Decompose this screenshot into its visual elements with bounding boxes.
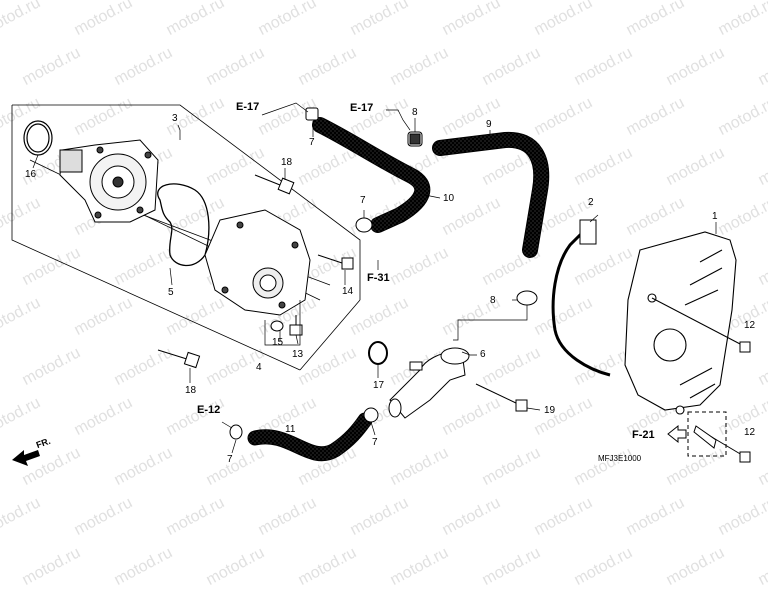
label-part-18-upper: 18 (281, 157, 293, 168)
label-part-13: 13 (292, 349, 304, 360)
ref-e17-right: E-17 (350, 102, 374, 114)
clamp-7-lower (363, 407, 379, 423)
pump-assembly-frame (11, 104, 361, 371)
water-pump-part (59, 139, 159, 223)
gasket-part (157, 183, 210, 267)
label-part-18-lower: 18 (185, 385, 197, 396)
washer-15 (270, 320, 284, 332)
ref-e17-left: E-17 (236, 101, 260, 113)
pump-protector-cover-1 (624, 231, 737, 415)
label-part-12-lower: 12 (744, 427, 756, 438)
water-pipe-6 (388, 347, 470, 419)
diagram-drawing (11, 102, 751, 466)
o-ring-17 (368, 341, 388, 365)
label-part-6: 6 (480, 349, 486, 360)
clamp-7-top (305, 107, 319, 121)
label-part-2: 2 (588, 197, 594, 208)
label-part-8-top: 8 (412, 107, 418, 118)
clamp-7-left (229, 424, 243, 440)
label-part-11: 11 (285, 424, 296, 435)
bolt-19 (475, 383, 528, 412)
label-part-19: 19 (544, 405, 556, 416)
label-part-10: 10 (443, 193, 455, 204)
diagram-code: MFJ3E1000 (598, 454, 642, 463)
ref-f21: F-21 (632, 429, 655, 441)
label-part-5: 5 (168, 287, 174, 298)
label-part-8-mid: 8 (490, 295, 496, 306)
clamp-8-top (407, 131, 423, 147)
cable-2 (551, 223, 611, 377)
ref-f31: F-31 (367, 272, 390, 284)
label-part-7-top: 7 (309, 137, 315, 148)
label-part-3: 3 (172, 113, 178, 124)
o-ring-part (23, 120, 53, 156)
bolt-12-upper (651, 297, 751, 353)
label-part-4: 4 (256, 362, 262, 373)
clamp-8-mid (516, 290, 538, 306)
leader-lines (32, 102, 717, 454)
label-part-7-mid: 7 (360, 195, 366, 206)
label-part-7-lower: 7 (372, 437, 378, 448)
ref-e12: E-12 (197, 404, 221, 416)
detail-box-f21 (687, 411, 727, 457)
front-arrow-icon (12, 450, 40, 466)
label-part-7-left: 7 (227, 454, 233, 465)
label-part-14: 14 (342, 286, 354, 297)
arrow-f21 (667, 424, 687, 444)
pump-cover-part (204, 209, 311, 316)
label-part-16: 16 (25, 169, 37, 180)
bolt-14 (317, 254, 354, 270)
bolt-18-lower (157, 349, 201, 369)
clamp-7-mid (355, 217, 373, 233)
label-part-15: 15 (272, 337, 284, 348)
bolt-18-upper (254, 174, 295, 195)
label-part-9: 9 (486, 119, 492, 130)
label-part-17: 17 (373, 380, 385, 391)
label-part-12-upper: 12 (744, 320, 756, 331)
label-part-1: 1 (712, 211, 718, 222)
